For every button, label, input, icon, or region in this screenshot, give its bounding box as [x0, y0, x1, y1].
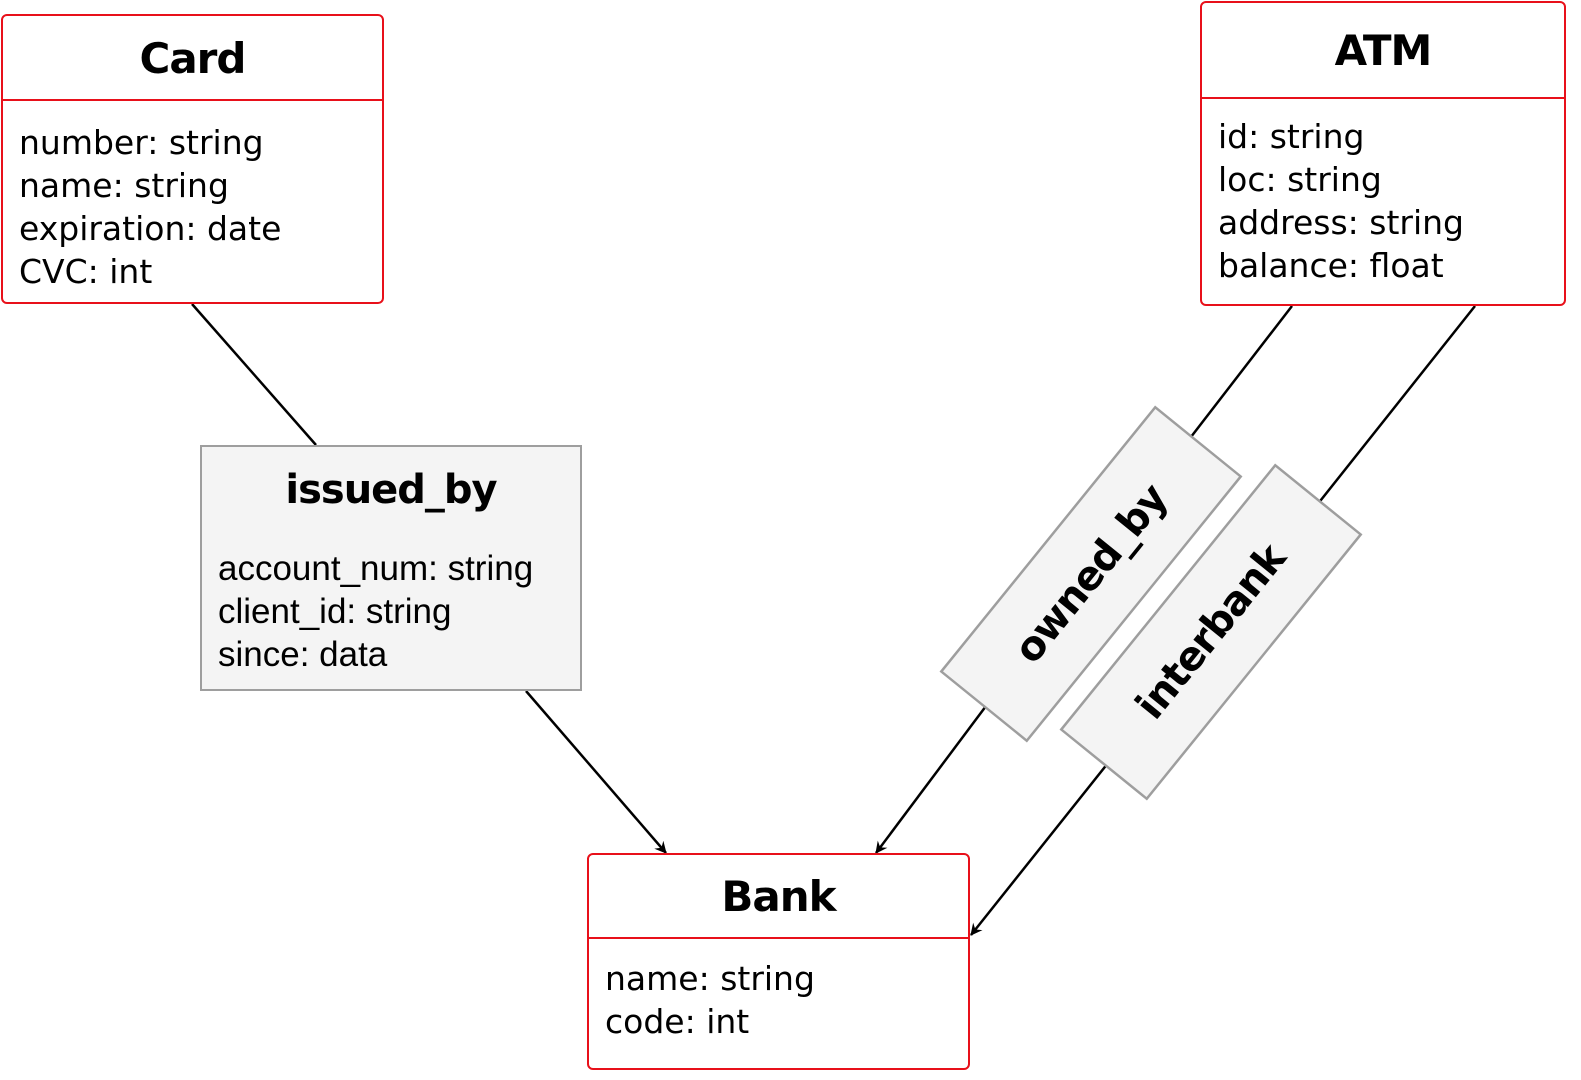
atm-attribute: balance: float — [1218, 246, 1444, 285]
bank-attributes: name: string code: int — [589, 939, 968, 1043]
card-attribute: name: string — [19, 166, 229, 205]
owned-by-box[interactable] — [939, 405, 1243, 743]
card-entity[interactable]: Card number: string name: string expirat… — [1, 14, 384, 304]
owned-by-bank-arrow — [874, 697, 994, 854]
bank-entity[interactable]: Bank name: string code: int — [587, 853, 970, 1070]
atm-attribute: loc: string — [1218, 160, 1382, 199]
issued-by-attribute: account_num: string — [218, 549, 534, 588]
card-attributes: number: string name: string expiration: … — [3, 101, 382, 293]
atm-attribute: id: string — [1218, 117, 1365, 156]
bank-attribute: code: int — [605, 1002, 750, 1041]
atm-attributes: id: string loc: string address: string b… — [1202, 99, 1564, 287]
issued-by-attributes: account_num: string client_id: string si… — [202, 513, 580, 676]
interbank-bank-arrow — [970, 757, 1113, 936]
card-attribute: expiration: date — [19, 209, 282, 248]
card-attribute: CVC: int — [19, 252, 153, 291]
issued-by-relationship[interactable]: issued_by account_num: string client_id:… — [200, 445, 582, 691]
atm-interbank-line — [1312, 305, 1476, 511]
card-title: Card — [3, 16, 382, 101]
issued-by-attribute: since: data — [218, 635, 388, 674]
bank-attribute: name: string — [605, 959, 815, 998]
issued-by-bank-arrow — [525, 690, 667, 854]
issued-by-title: issued_by — [285, 467, 497, 513]
card-issued-by-line — [191, 303, 317, 446]
atm-entity[interactable]: ATM id: string loc: string address: stri… — [1200, 1, 1566, 306]
atm-owned-by-line — [1183, 305, 1293, 447]
card-attribute: number: string — [19, 123, 264, 162]
atm-attribute: address: string — [1218, 203, 1464, 242]
atm-title: ATM — [1202, 3, 1564, 99]
bank-title: Bank — [589, 855, 968, 939]
issued-by-attribute: client_id: string — [218, 592, 452, 631]
interbank-box[interactable] — [1059, 463, 1363, 801]
